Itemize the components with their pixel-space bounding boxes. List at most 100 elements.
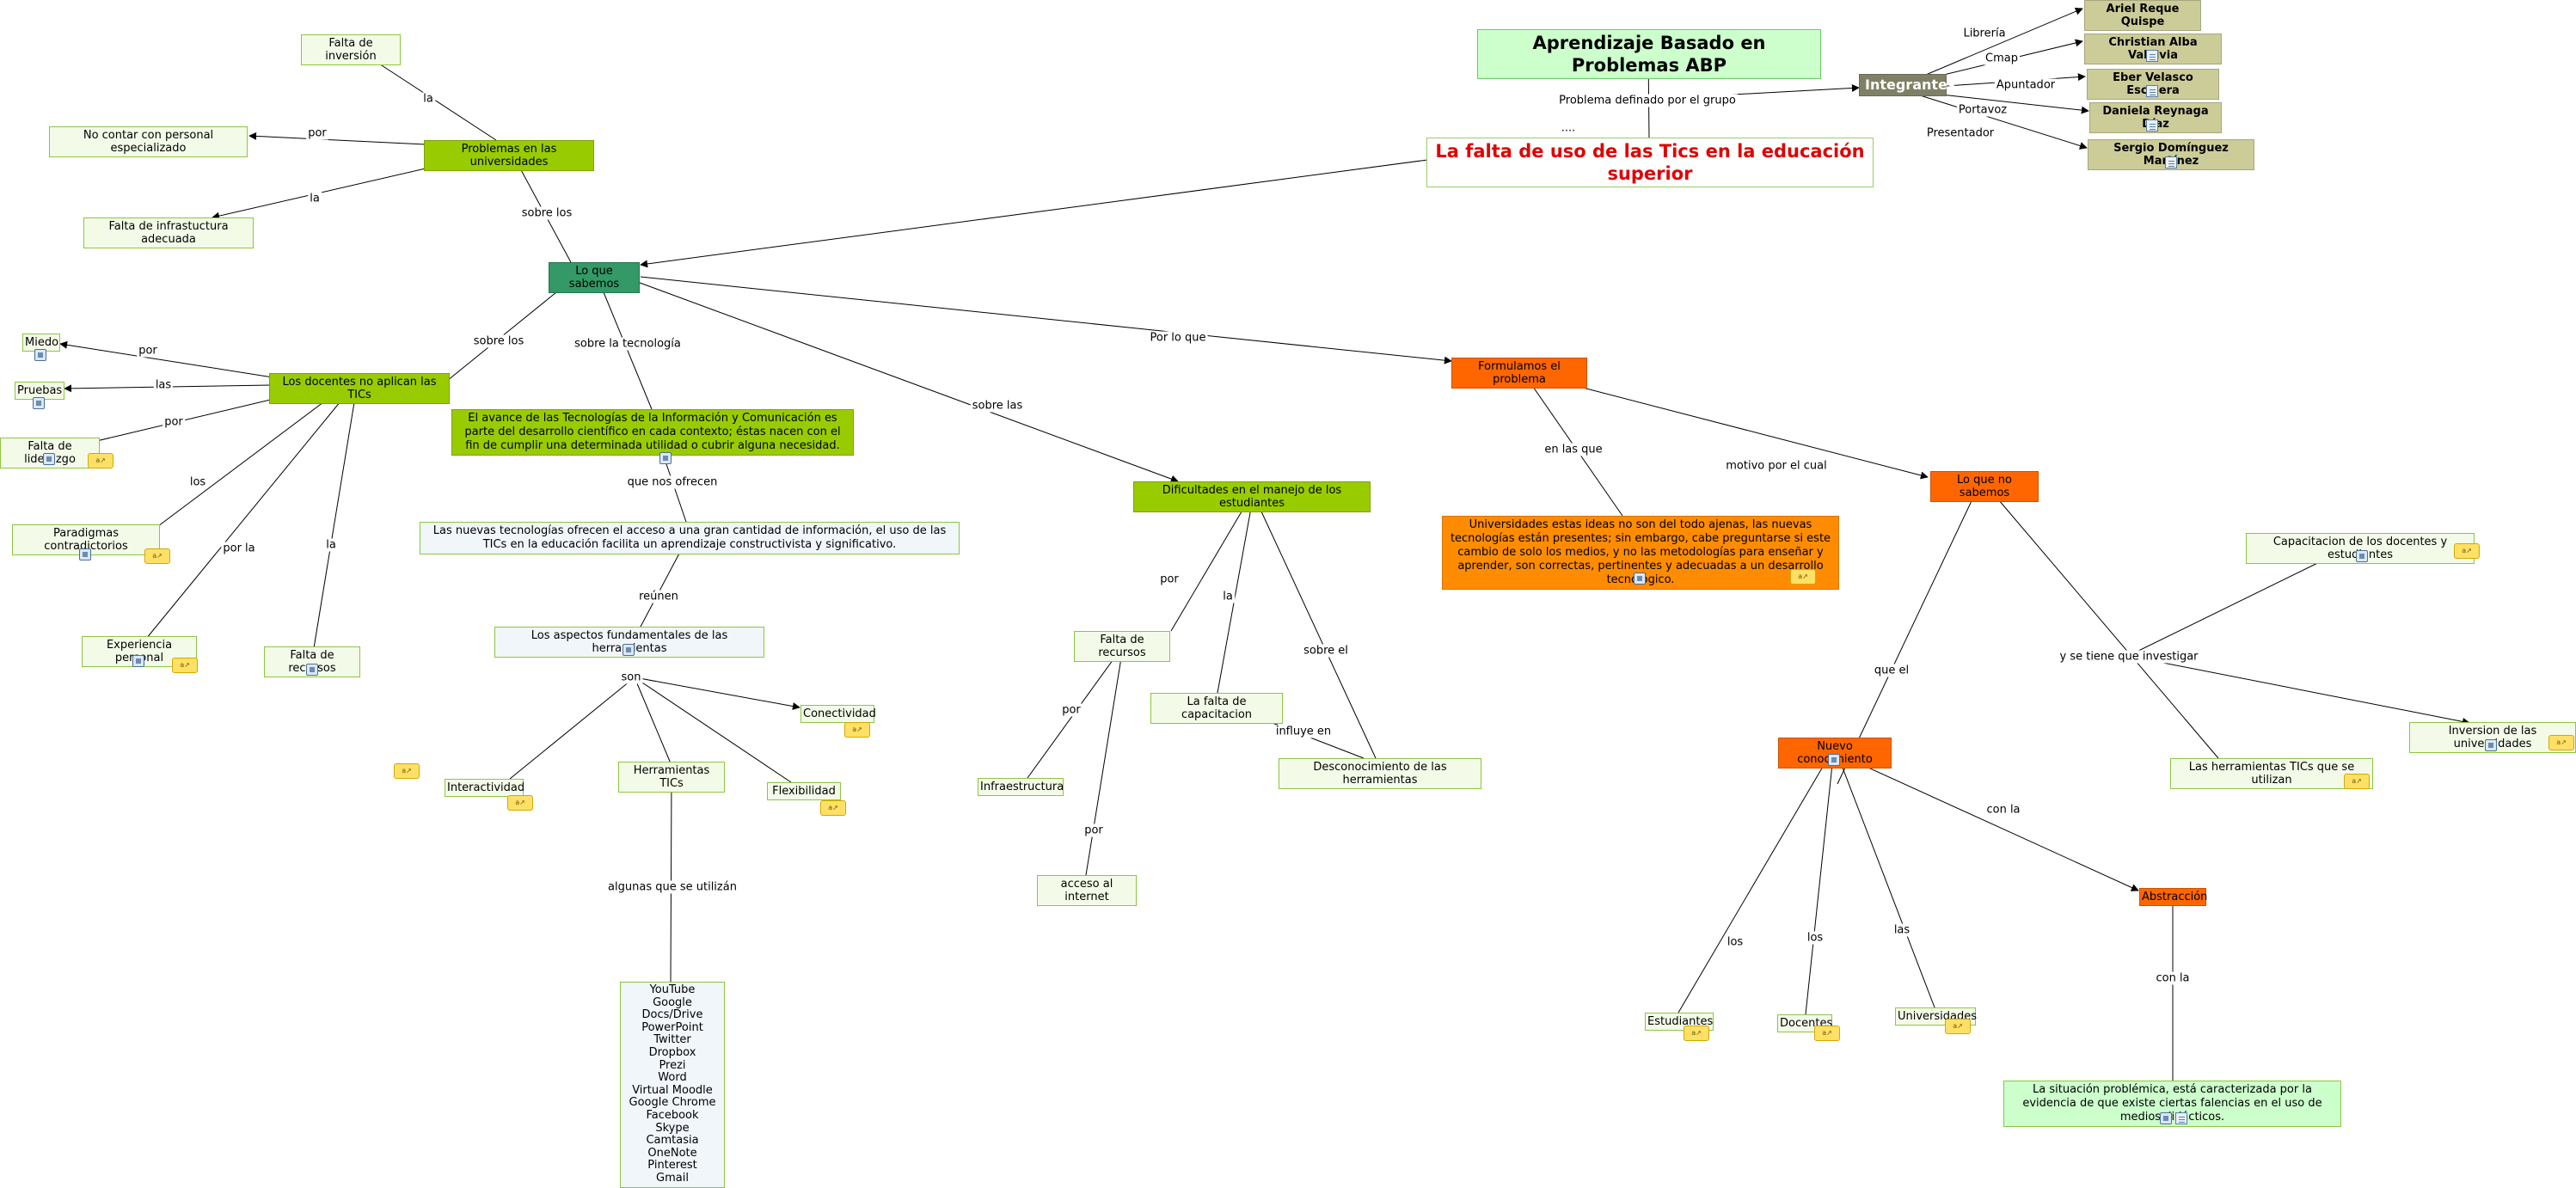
- nuevas-tecnologias-node: Las nuevas tecnologías ofrecen el acceso…: [420, 522, 960, 554]
- link-icon[interactable]: a↗: [1684, 1026, 1709, 1041]
- acceso-internet-node: acceso al internet: [1037, 875, 1137, 906]
- document-icon[interactable]: [2175, 1112, 2187, 1124]
- link-icon[interactable]: a↗: [1790, 569, 1816, 585]
- docentes-no-aplican-node: Los docentes no aplican las TICs: [269, 373, 450, 404]
- image-resource-icon[interactable]: [2356, 550, 2368, 562]
- link-icon[interactable]: a↗: [144, 548, 170, 564]
- image-resource-icon[interactable]: [659, 452, 672, 464]
- infraestructura-node: Infraestructura: [978, 778, 1064, 796]
- document-icon[interactable]: [2165, 156, 2177, 168]
- document-icon[interactable]: [2146, 119, 2158, 132]
- tool-list-item: OneNote: [647, 1146, 697, 1160]
- link-label: sobre el: [1302, 644, 1350, 658]
- link-icon[interactable]: a↗: [172, 658, 198, 673]
- estudiantes-node: Estudiantes: [1645, 1013, 1714, 1031]
- link-label: sobre las: [970, 399, 1025, 413]
- link-label: la: [324, 538, 338, 552]
- falta-recursos-estudiantes-node: Falta de recursos: [1074, 631, 1170, 662]
- link-label: que el: [1872, 664, 1911, 677]
- tool-list-item: Virtual Moodle: [632, 1083, 713, 1097]
- member-ariel: Ariel Reque Quispe: [2084, 0, 2201, 31]
- central-problem: La falta de uso de las Tics en la educac…: [1426, 138, 1874, 187]
- link-icon[interactable]: a↗: [1945, 1019, 1971, 1034]
- link-label: algunas que se utilizán: [606, 880, 739, 894]
- link-label: Por lo que: [1148, 331, 1208, 345]
- conectividad-node: Conectividad: [800, 705, 876, 723]
- member-eber: Eber Velasco Escalera: [2087, 69, 2219, 100]
- link-label: los: [1725, 935, 1745, 949]
- link-label: la: [1221, 590, 1235, 603]
- link-label: reúnen: [637, 590, 680, 603]
- link-label: los: [187, 475, 208, 489]
- link-label: influye en: [1273, 725, 1334, 738]
- abstraccion-node: Abstracción: [2139, 888, 2207, 906]
- image-resource-icon[interactable]: [79, 548, 91, 560]
- image-resource-icon[interactable]: [132, 655, 144, 667]
- link-icon[interactable]: a↗: [2548, 735, 2574, 750]
- link-label: ....: [1561, 121, 1576, 135]
- link-icon[interactable]: a↗: [844, 722, 870, 738]
- tool-list-item: YouTube: [649, 983, 696, 996]
- tool-list-item: Word: [658, 1071, 687, 1085]
- link-label: los: [1805, 931, 1825, 945]
- tool-list-item: Twitter: [653, 1033, 691, 1047]
- tool-list-item: Skype: [655, 1121, 690, 1135]
- link-label: por: [306, 126, 328, 140]
- avance-tic-node: El avance de las Tecnologías de la Infor…: [451, 409, 854, 456]
- image-resource-icon[interactable]: [33, 397, 45, 409]
- link-icon[interactable]: a↗: [88, 453, 113, 468]
- tool-list-item: Camtasia: [646, 1134, 699, 1148]
- tool-list-item: Facebook: [646, 1108, 699, 1122]
- image-resource-icon[interactable]: [1634, 573, 1646, 585]
- tool-list-item: Pinterest: [647, 1159, 697, 1173]
- link-label: Apuntador: [1994, 78, 2058, 92]
- image-resource-icon[interactable]: [623, 644, 635, 656]
- link-label: las: [153, 378, 174, 392]
- link-label: las: [1892, 923, 1912, 937]
- image-resource-icon[interactable]: [2160, 1112, 2172, 1124]
- link-icon[interactable]: a↗: [820, 800, 846, 816]
- herramientas-tics-node: Herramientas TICs: [618, 762, 725, 793]
- link-label: por la: [221, 542, 257, 555]
- link-label: Problema definado por el grupo: [1557, 94, 1738, 107]
- link-label: motivo por el cual: [1724, 459, 1829, 473]
- falta-infraestructura-node: Falta de infrastuctura adecuada: [83, 217, 254, 248]
- image-resource-icon[interactable]: [2485, 739, 2497, 751]
- link-label: Presentador: [1924, 126, 1996, 140]
- image-resource-icon[interactable]: [306, 664, 318, 676]
- document-icon[interactable]: [2146, 50, 2158, 62]
- image-resource-icon[interactable]: [1828, 754, 1840, 766]
- falta-inversion-node: Falta de inversión: [301, 34, 401, 65]
- link-label: y se tiene que investigar: [2058, 650, 2200, 664]
- link-label: sobre los: [471, 334, 526, 348]
- formulamos-node: Formulamos el problema: [1451, 358, 1587, 389]
- interactividad-node: Interactividad: [445, 779, 524, 797]
- tool-list-item: PowerPoint: [641, 1020, 703, 1034]
- link-icon[interactable]: a↗: [507, 795, 533, 811]
- tool-list-item: Google Docs/Drive: [641, 995, 703, 1022]
- link-label: Cmap: [1984, 52, 2020, 65]
- link-label: sobre los: [519, 206, 574, 220]
- herramientas-utilizan-node: Las herramientas TICs que se utilizan: [2170, 758, 2373, 789]
- desconocimiento-node: Desconocimiento de las herramientas: [1279, 758, 1481, 789]
- link-label: la: [421, 92, 435, 106]
- link-icon[interactable]: a↗: [394, 763, 420, 779]
- image-resource-icon[interactable]: [34, 349, 46, 361]
- image-resource-icon[interactable]: [43, 453, 55, 465]
- link-label: son: [619, 671, 643, 684]
- flexibilidad-node: Flexibilidad: [767, 782, 841, 800]
- link-icon[interactable]: a↗: [2344, 774, 2370, 789]
- map-title: Aprendizaje Basado en Problemas ABP: [1477, 29, 1821, 79]
- document-icon[interactable]: [2146, 85, 2158, 97]
- problemas-universidades-node: Problemas en las universidades: [424, 140, 594, 171]
- tool-list-item: Google Chrome: [629, 1096, 716, 1110]
- link-icon[interactable]: a↗: [2454, 543, 2480, 559]
- miedo-node: Miedo: [22, 334, 60, 352]
- link-label: con la: [1984, 803, 2022, 817]
- link-label: la: [308, 192, 322, 205]
- dificultades-node: Dificultades en el manejo de los estudia…: [1133, 481, 1371, 512]
- link-label: Librería: [1961, 27, 2008, 40]
- link-icon[interactable]: a↗: [1814, 1026, 1840, 1041]
